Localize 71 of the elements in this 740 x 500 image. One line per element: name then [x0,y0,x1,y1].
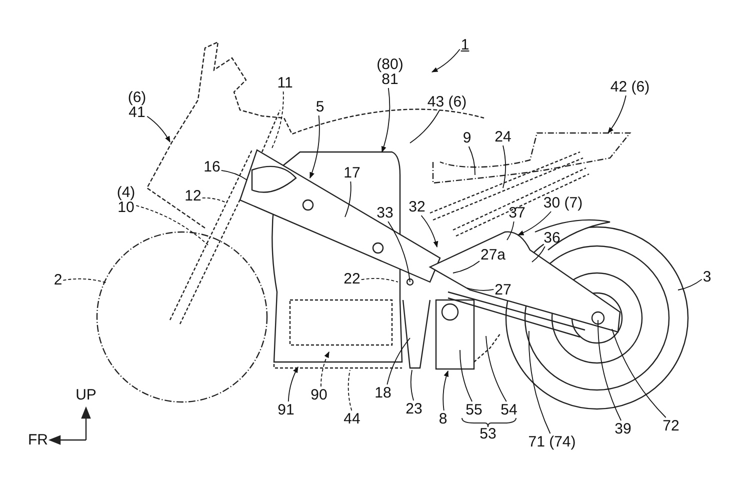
leader-line [532,246,546,262]
leader-line [202,197,228,204]
callout-number: 72 [662,418,680,434]
callout-number: 32 [408,200,426,214]
leader-line [420,215,438,248]
callout-number: 91 [278,402,294,418]
leader-line [386,338,410,385]
leader-line [517,211,552,236]
direction-label: UP [76,386,96,404]
leader-line [344,181,352,218]
leader-line [442,370,449,411]
callout-number: 18 [374,386,392,400]
callout-number: 16 [204,160,220,174]
callout-number: 10 [116,200,136,215]
callout-number: 41 [128,105,146,120]
leader-line [502,145,506,188]
callout-number: 54 [500,402,518,418]
callout-number: (6) [128,90,146,105]
callout-number: 27 [494,282,512,298]
leader-line [466,288,494,291]
leader-line [272,91,284,148]
leader-line [381,88,390,153]
callout-number: 22 [344,272,360,286]
leader-line [146,116,170,143]
leader-line [410,110,440,144]
callout-number: 53 [480,426,496,442]
callout-number: 81 [382,72,398,87]
leader-line [136,205,208,246]
callout-number: 8 [438,412,448,426]
leader-line [678,278,702,290]
leader-line [460,350,472,402]
callout-number: 27a [480,248,506,262]
callout-number: 24 [494,130,512,144]
leader-line [486,336,507,402]
leader-line [360,278,398,282]
callout-number: 11 [277,76,293,90]
callout-number: 39 [614,422,632,436]
leader-line [220,170,248,180]
leader-line [612,328,666,418]
callout-number: 12 [184,188,202,204]
leader-line [388,221,410,282]
leader-line [288,366,298,402]
leader-line [452,260,480,274]
direction-label: FR [28,432,48,448]
callout-number: 2 [54,272,62,288]
leader-line [528,330,551,434]
callout-number: (4) [116,185,136,200]
callout-number: 17 [344,166,360,180]
callout-number: 9 [462,130,472,146]
callout-number: 90 [310,388,328,402]
leader-line [468,146,476,176]
callout-number: (80) [376,57,404,72]
leader-line [410,370,414,401]
leader-line [598,320,622,421]
callout-number: 36 [544,230,560,246]
callout-number: 71 (74) [528,434,576,450]
callout-number: 33 [376,206,394,220]
leader-line [62,278,108,284]
leader-line [310,115,320,179]
callout-number: 55 [466,402,482,418]
leader-line [348,370,352,411]
leader-line [320,351,330,387]
callout-number: 37 [508,206,526,220]
leader-line [608,95,626,134]
leader-line [506,221,514,240]
leader-line [431,48,460,72]
callout-number: 1 [460,38,470,52]
callout-number: 3 [702,270,712,284]
callout-number: 5 [316,100,324,114]
callout-number: 44 [344,412,360,426]
callout-number: 23 [406,402,422,416]
